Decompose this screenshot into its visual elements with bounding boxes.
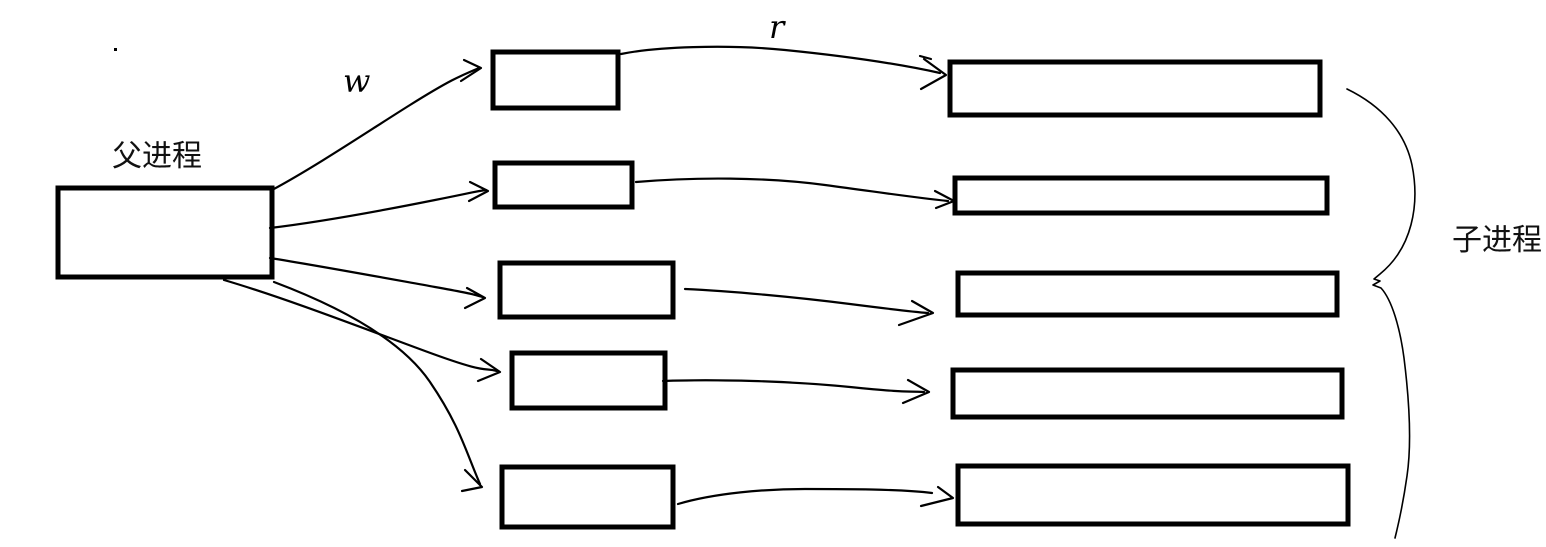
arrow-parent-to-pipe-2 (268, 180, 490, 230)
arrow-parent-to-pipe-5 (272, 280, 484, 493)
child-process-box-2 (952, 175, 1330, 216)
stray-dot (114, 48, 117, 51)
parent-process-box (55, 185, 275, 280)
arrow-pipe-to-child-3 (683, 287, 935, 327)
pipe-write-label: w (343, 62, 370, 100)
child-process-box-1 (947, 59, 1323, 118)
arrow-pipe-to-child-1 (619, 45, 948, 91)
arrow-pipe-to-child-5 (676, 485, 955, 508)
child-processes-label: 子进程 (1452, 223, 1542, 258)
pipe-box-1 (490, 49, 621, 111)
pipe-box-4 (509, 350, 668, 411)
child-process-box-3 (955, 270, 1340, 318)
arrow-parent-to-pipe-3 (268, 256, 487, 310)
arrow-pipe-to-child-4 (661, 378, 931, 405)
pipe-box-2 (492, 160, 635, 210)
arrow-parent-to-pipe-4 (222, 278, 502, 383)
arrow-pipe-to-child-2 (634, 177, 956, 210)
child-process-box-5 (955, 463, 1351, 527)
pipe-box-5 (499, 464, 676, 530)
pipe-box-3 (497, 260, 676, 320)
arrow-parent-to-pipe-1 (270, 58, 483, 192)
child-process-box-4 (950, 367, 1345, 420)
child-processes-brace (1346, 88, 1416, 539)
parent-process-label: 父进程 (112, 139, 202, 174)
pipe-read-label: r (769, 8, 786, 46)
